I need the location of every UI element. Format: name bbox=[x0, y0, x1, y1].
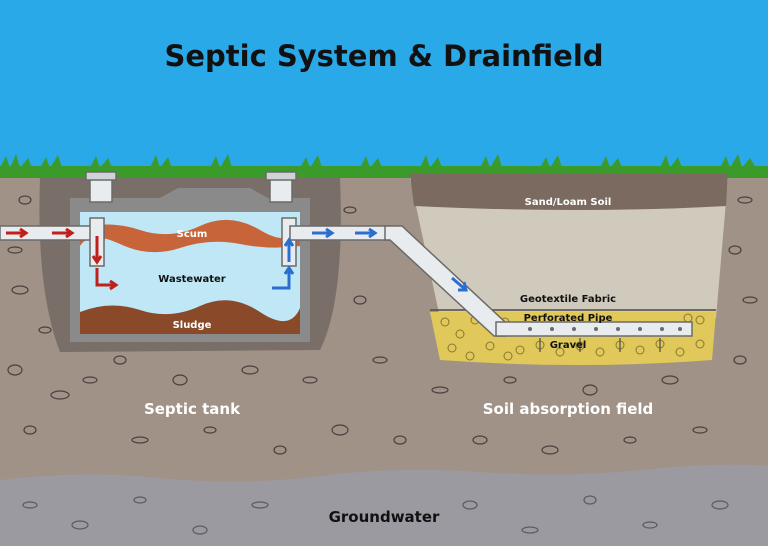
label-groundwater: Groundwater bbox=[329, 508, 440, 526]
flow-arrow-red-2 bbox=[52, 227, 75, 239]
topsoil-band bbox=[410, 174, 728, 210]
groundwater-band bbox=[0, 464, 768, 546]
grass-tufts bbox=[0, 154, 756, 168]
flow-arrow-blue-slope bbox=[451, 276, 468, 292]
label-septic-tank: Septic tank bbox=[144, 400, 241, 418]
perforations bbox=[528, 327, 682, 331]
label-gravel: Gravel bbox=[550, 340, 587, 351]
groundwater-pebbles bbox=[22, 495, 729, 535]
label-scum: Scum bbox=[177, 229, 208, 240]
label-perforated-pipe: Perforated Pipe bbox=[524, 313, 613, 324]
sand-loam-area bbox=[410, 178, 728, 318]
inlet-riser-cap bbox=[85, 171, 117, 181]
label-sand-loam-soil: Sand/Loam Soil bbox=[525, 197, 612, 208]
flow-arrow-blue-turn bbox=[272, 265, 295, 290]
label-soil-absorption-field: Soil absorption field bbox=[483, 400, 654, 418]
flow-arrows bbox=[6, 227, 468, 292]
flow-arrow-blue-up bbox=[283, 237, 295, 262]
sky bbox=[0, 0, 768, 180]
seep-arrows bbox=[539, 338, 661, 352]
label-wastewater: Wastewater bbox=[158, 274, 225, 285]
label-geotextile-fabric: Geotextile Fabric bbox=[520, 294, 616, 305]
outlet-riser-cap bbox=[265, 171, 297, 181]
flow-arrow-red-down bbox=[91, 236, 103, 265]
label-sludge: Sludge bbox=[173, 320, 212, 331]
sludge-layer bbox=[80, 300, 300, 334]
soil-pebbles bbox=[7, 195, 758, 455]
flow-arrow-blue-2 bbox=[355, 227, 378, 239]
flow-arrow-red-1 bbox=[6, 227, 29, 239]
diagram-title: Septic System & Drainfield bbox=[164, 39, 603, 73]
flow-arrow-red-turn bbox=[95, 268, 119, 291]
scum-layer bbox=[80, 219, 300, 253]
flow-arrow-blue-1 bbox=[312, 227, 335, 239]
